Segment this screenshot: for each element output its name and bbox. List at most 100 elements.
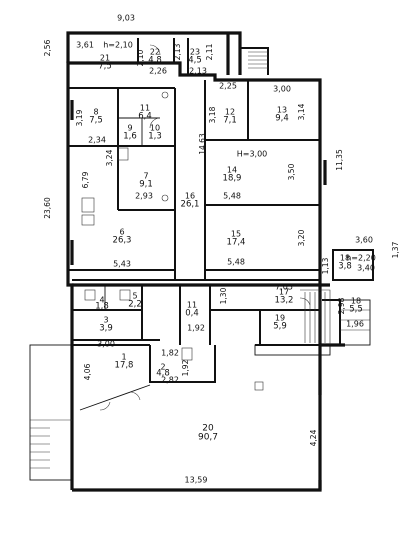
room-23-area: 4,5 [188, 56, 202, 66]
room-18b-area: 5,5 [349, 305, 363, 315]
dim-3-24: 3,24 [105, 149, 114, 166]
room-17-area: 13,2 [275, 296, 294, 306]
room-4-number: 4 [99, 296, 104, 305]
stairs [29, 51, 371, 481]
dim-3-00b: 3,00 [97, 340, 115, 349]
room-16-number: 16 [185, 192, 195, 201]
room-8-number: 8 [93, 108, 98, 117]
dim-3-20: 3,20 [297, 229, 306, 246]
dim-1-92b: 1,92 [181, 359, 190, 376]
room-21-number: 21 [100, 54, 110, 63]
dim-1-13: 1,13 [321, 257, 330, 274]
room-12-area: 7,1 [223, 116, 237, 126]
dim-2-11: 2,11 [205, 43, 214, 60]
dim-3-61: 3,61 [76, 41, 94, 50]
dim-1-92a: 1,92 [187, 324, 205, 333]
dim-2-56: 2,56 [43, 39, 52, 56]
dim-4-24: 4,24 [309, 429, 318, 446]
room-19-number: 19 [275, 314, 285, 323]
dim-23-60: 23,60 [43, 197, 52, 219]
room-4-area: 1,8 [95, 302, 109, 312]
room-20-number: 20 [202, 424, 214, 434]
room-5-number: 5 [132, 292, 137, 301]
dim-2-13a: 2,13 [173, 43, 182, 60]
room-9-area: 1,6 [123, 132, 137, 142]
room-22-area: 4,8 [148, 56, 162, 66]
dim-3-00a: 3,00 [273, 85, 291, 94]
room-12-number: 12 [225, 108, 235, 117]
room-5-area: 2,2 [128, 300, 142, 310]
dim-3-40: 3,40 [357, 264, 375, 273]
room-22-number: 22 [150, 48, 160, 57]
room-6-number: 6 [119, 228, 124, 237]
room-14-area: 18,9 [223, 174, 242, 184]
room-18-number: 18 [340, 254, 350, 263]
dim-3-60: 3,60 [355, 236, 373, 245]
room-1-number: 1 [121, 353, 126, 362]
dim-2-26: 2,26 [149, 67, 167, 76]
room-15-number: 15 [231, 230, 241, 239]
room-16-area: 26,1 [181, 200, 200, 210]
room-2-number: 2 [160, 363, 165, 372]
room-8-area: 7,5 [89, 116, 103, 126]
room-1-area: 17,8 [115, 361, 134, 371]
room-13-area: 9,4 [275, 114, 289, 124]
dim-2-82: 2,82 [161, 376, 179, 385]
room-20-area: 90,7 [198, 433, 218, 443]
dim-3-14: 3,14 [297, 103, 306, 120]
room-14-number: 14 [227, 166, 237, 175]
dim-2-13b: 2,13 [189, 67, 207, 76]
room-10-area: 1,3 [148, 132, 162, 142]
room-17-number: 17 [279, 288, 289, 297]
interior-walls [68, 38, 330, 411]
room-11a-area: 6,4 [138, 112, 152, 122]
dim-13-59: 13,59 [185, 476, 208, 485]
dim-3-18: 3,18 [208, 106, 217, 123]
dim-h-2-10: h=2,10 [103, 41, 133, 50]
dim-11-35: 11,35 [335, 149, 344, 171]
dim-14-63: 14,63 [198, 133, 207, 155]
room-11b-number: 11 [187, 301, 197, 310]
room-9-number: 9 [127, 124, 132, 133]
room-18b-number: 18 [351, 297, 361, 306]
dim-5-43: 5,43 [113, 260, 131, 269]
room-labels: 21 7,5 22 4,8 23 4,5 8 7,5 11 6,4 9 1,6 … [89, 48, 363, 443]
dim-3-50: 3,50 [287, 163, 296, 180]
dim-1-96: 1,96 [346, 320, 364, 329]
dim-2-34: 2,34 [88, 136, 106, 145]
room-13-number: 13 [277, 106, 287, 115]
room-11b-area: 0,4 [185, 309, 199, 319]
dim-4-06: 4,06 [83, 363, 92, 380]
room-3-number: 3 [103, 316, 108, 325]
room-2-area: 4,8 [156, 369, 170, 379]
room-21-area: 7,5 [98, 62, 112, 72]
room-7-area: 9,1 [139, 180, 153, 190]
dim-7-05: 7,05 [275, 283, 293, 292]
room-15-area: 17,4 [227, 238, 246, 248]
dim-5-48b: 5,48 [227, 258, 245, 267]
room-11a-number: 11 [140, 104, 150, 113]
dim-9-03: 9,03 [117, 14, 135, 23]
dim-h-3-00: H=3,00 [237, 150, 268, 159]
dim-1-37: 1,37 [391, 241, 400, 258]
dim-1-82: 1,82 [161, 349, 179, 358]
dim-5-48a: 5,48 [223, 192, 241, 201]
dimension-labels: 9,03 2,56 3,61 h=2,10 2,10 2,13 2,11 2,2… [43, 14, 400, 485]
dim-2-10: 2,10 [136, 49, 145, 66]
dim-2-98: 2,98 [337, 297, 346, 314]
dim-6-79: 6,79 [81, 171, 90, 188]
room-23-number: 23 [190, 48, 200, 57]
dim-1-30: 1,30 [219, 287, 228, 304]
dim-h-2-20: h=2,20 [346, 254, 376, 263]
room-18-area: 3,8 [338, 262, 352, 272]
room-19-area: 5,9 [273, 322, 287, 332]
room-3-area: 3,9 [99, 324, 113, 334]
room-7-number: 7 [143, 172, 148, 181]
room-10-number: 10 [150, 124, 160, 133]
dim-3-19: 3,19 [75, 109, 84, 126]
doors-and-fixtures [70, 44, 327, 490]
dim-2-93: 2,93 [135, 192, 153, 201]
dim-2-25: 2,25 [219, 82, 237, 91]
room-6-area: 26,3 [113, 236, 132, 246]
